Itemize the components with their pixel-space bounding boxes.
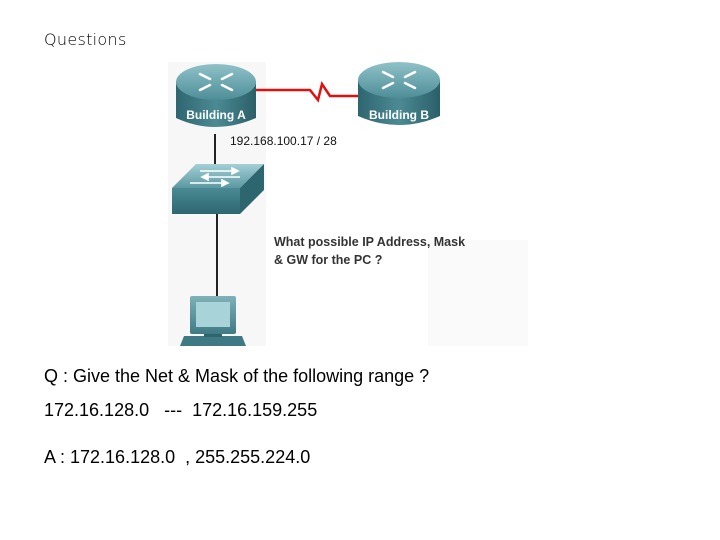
- router-arrows-icon: [381, 70, 417, 90]
- slide-title: Questions: [44, 30, 127, 49]
- router-ip-label: 192.168.100.17 / 28: [230, 134, 337, 148]
- router-b-label: Building B: [369, 108, 429, 122]
- diagram-backdrop-right: [428, 240, 528, 346]
- diagram-question-line2: & GW for the PC ?: [274, 253, 382, 267]
- answer-text: A : 172.16.128.0 , 255.255.224.0: [44, 447, 311, 467]
- switch[interactable]: [172, 164, 264, 214]
- range-text: 172.16.128.0 --- 172.16.159.255: [44, 400, 318, 420]
- router-arrows-icon: [198, 72, 234, 92]
- question-text: Q : Give the Net & Mask of the following…: [44, 366, 430, 386]
- pc-computer[interactable]: [180, 296, 246, 346]
- diagram-question-line1: What possible IP Address, Mask: [274, 235, 465, 249]
- router-building-b[interactable]: Building B: [358, 62, 440, 125]
- wan-link: [256, 80, 360, 103]
- router-a-label: Building A: [186, 108, 246, 122]
- network-diagram: Building A Building B 192.168.100.17 / 2…: [172, 62, 528, 346]
- router-building-a[interactable]: Building A: [176, 64, 256, 127]
- switch-arrows-icon: [190, 166, 240, 188]
